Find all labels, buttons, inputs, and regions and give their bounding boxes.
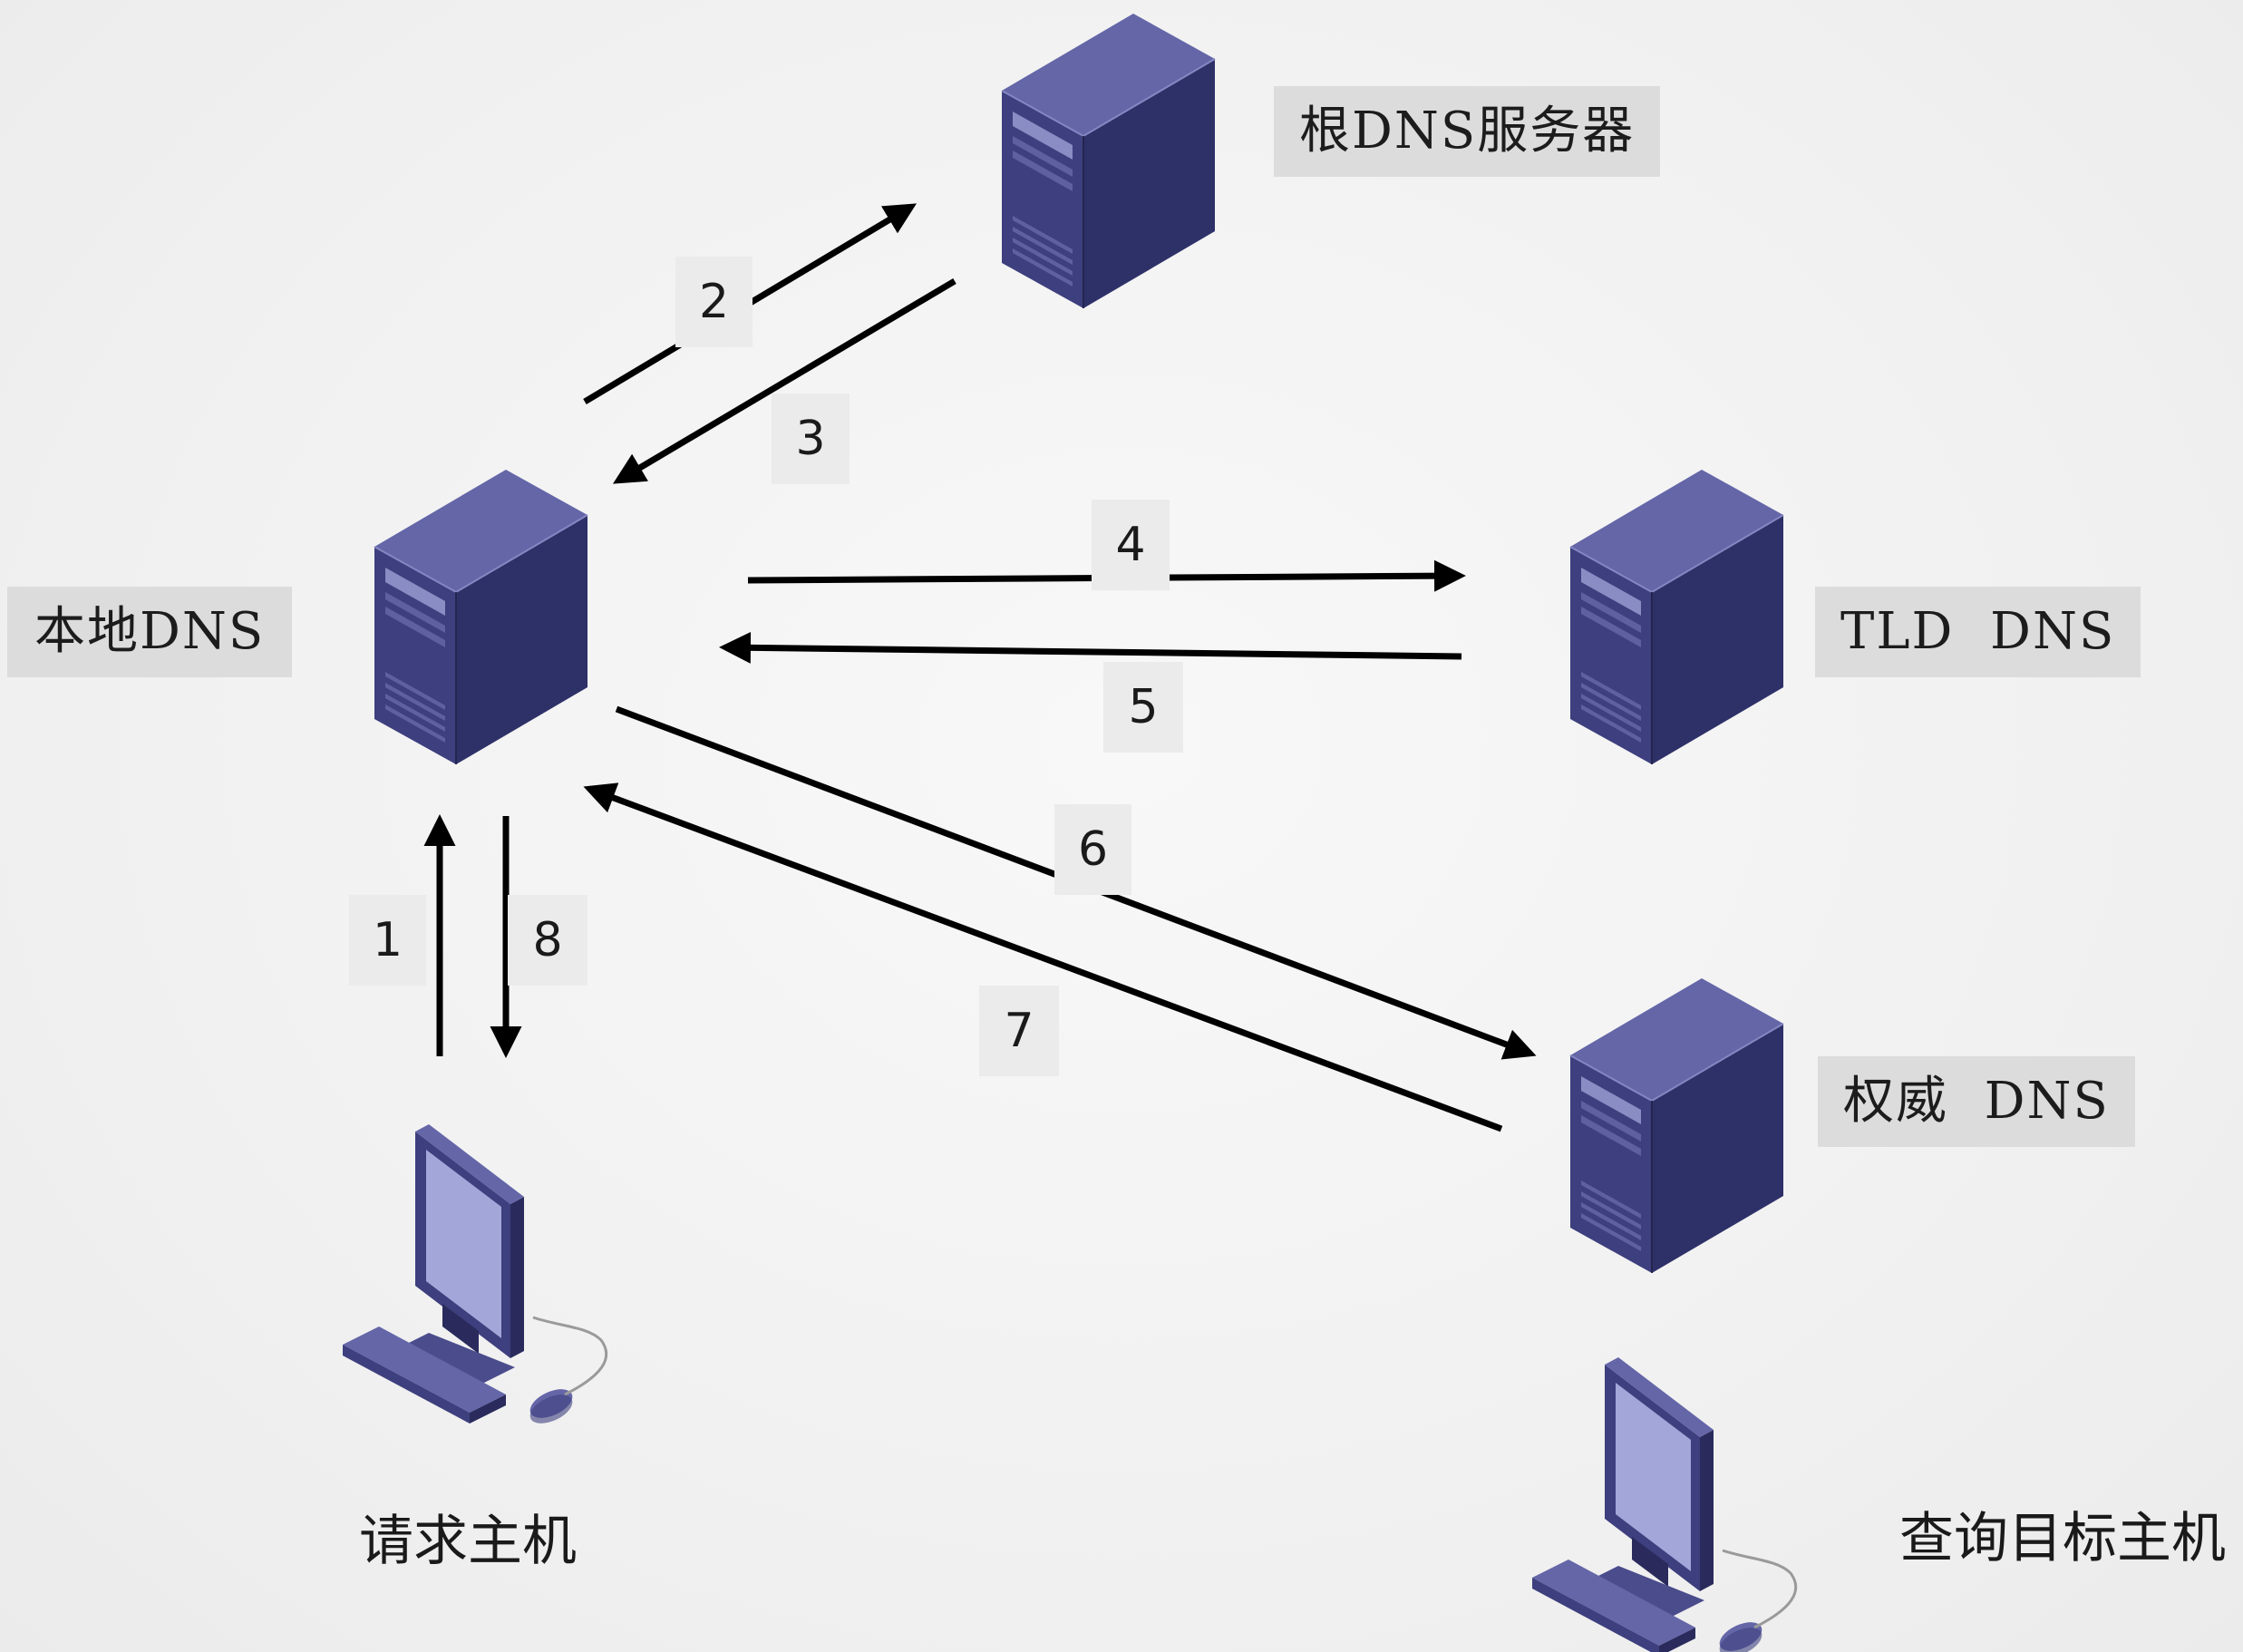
- tld-dns-server-icon: [1569, 469, 1784, 765]
- step-8-label: 8: [508, 895, 587, 986]
- step-3-label: 3: [772, 394, 850, 484]
- tld-dns-label: TLD DNS: [1815, 587, 2141, 677]
- auth-dns-server-icon: [1569, 977, 1784, 1274]
- local-dns-server-icon: [374, 469, 588, 765]
- step-6-label: 6: [1054, 804, 1131, 895]
- arrow-step-5: [719, 631, 1462, 664]
- target-host-label: 查询目标主机: [1899, 1507, 2226, 1570]
- root-dns-label: 根DNS服务器: [1274, 86, 1661, 177]
- target-host-computer-icon: [1530, 1356, 1798, 1652]
- step-2-label: 2: [675, 257, 753, 347]
- step-4-label: 4: [1092, 500, 1170, 590]
- requesting-host-label: 请求主机: [359, 1510, 577, 1573]
- arrow-step-3: [612, 277, 956, 484]
- arrow-step-7: [583, 782, 1503, 1132]
- auth-dns-label: 权威 DNS: [1818, 1056, 2135, 1147]
- step-7-label: 7: [979, 986, 1059, 1076]
- step-5-label: 5: [1103, 662, 1183, 753]
- local-dns-label: 本地DNS: [7, 587, 293, 677]
- requesting-host-computer-icon: [341, 1122, 608, 1431]
- step-1-label: 1: [349, 895, 426, 986]
- root-dns-server-icon: [1001, 13, 1216, 309]
